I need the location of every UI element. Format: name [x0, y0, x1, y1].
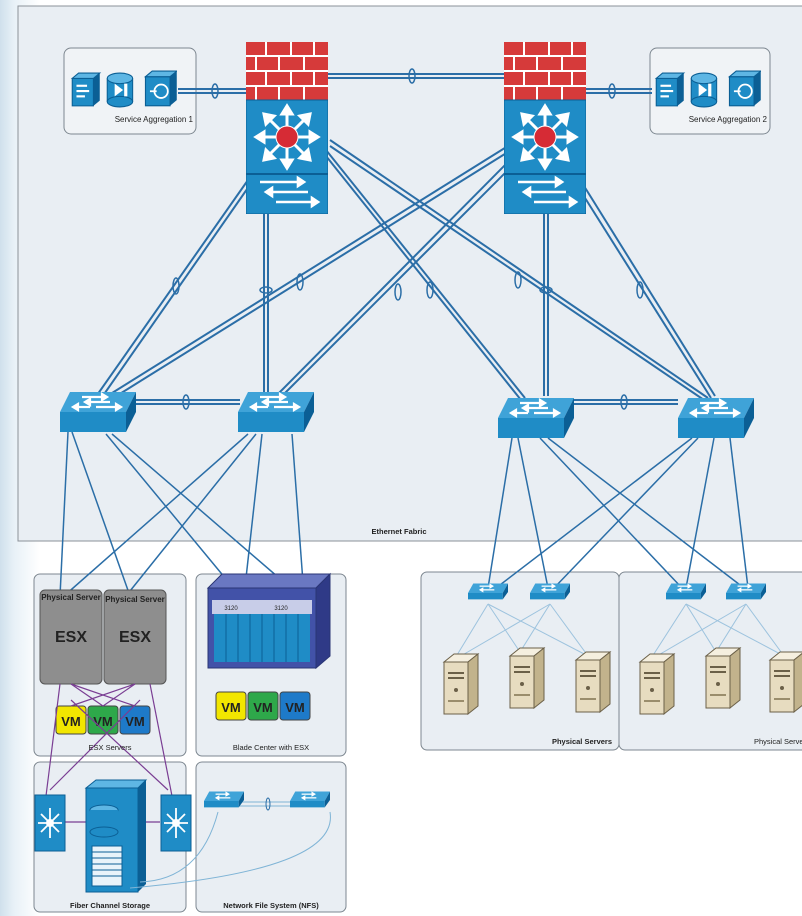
esx-1-caption: Physical Server: [41, 593, 101, 602]
esx-2-title: ESX: [119, 629, 151, 646]
nfs-port-channel: [265, 797, 271, 811]
physical-servers-label: Physical Servers: [552, 737, 612, 746]
service-module-icon: [106, 72, 134, 108]
blade-switch-model-right: 3120: [274, 606, 288, 612]
vm-label: VM: [253, 700, 273, 715]
pod-switch-2: [530, 582, 570, 601]
pod-switch-4: [726, 582, 766, 601]
vm-label: VM: [61, 714, 81, 729]
service-module-icon: [690, 72, 718, 108]
access-switch-4: [678, 396, 754, 440]
server-icon: [509, 647, 545, 709]
firewall-switch-core-2: [504, 42, 586, 214]
blade-center-label: Blade Center with ESX: [233, 743, 309, 752]
access-switch-2: [238, 390, 314, 434]
firewall-switch-core-1: [246, 42, 328, 214]
fc-switch-icon: [160, 794, 192, 852]
esx-vm-group: VM VM VM: [55, 705, 151, 735]
fc-switch-icon: [34, 794, 66, 852]
fabric-links: [94, 73, 716, 405]
nfs-switch-1: [204, 790, 244, 809]
pod-switch-3: [666, 582, 706, 601]
port-channel-markers: [172, 68, 644, 410]
service-module-icon: [728, 70, 761, 107]
vm-label: VM: [285, 700, 305, 715]
esx-1-title: ESX: [55, 629, 87, 646]
esx-servers-label: ESX Servers: [89, 743, 132, 752]
physical-servers-label-right: Physical Servers: [754, 737, 802, 746]
esx-2-caption: Physical Server: [105, 595, 165, 604]
access-switch-3: [498, 396, 574, 440]
svg-text:Physical Server: Physical Server: [105, 595, 165, 604]
server-icon: [443, 653, 479, 715]
service-module-icon: [655, 72, 685, 107]
ethernet-fabric-label: Ethernet Fabric: [371, 527, 426, 536]
storage-array-icon: [84, 779, 148, 893]
server-icon: [705, 647, 741, 709]
blade-vm-group: VM VM VM: [215, 691, 311, 721]
blade-chassis-icon: [206, 572, 332, 670]
access-switch-1: [60, 390, 136, 434]
service-aggregation-1-label: Service Aggregation 1: [115, 115, 194, 124]
service-module-icon: [144, 70, 177, 107]
access-downlinks: [59, 431, 749, 597]
nfs-links: [129, 801, 331, 889]
svg-text:Physical Server: Physical Server: [41, 593, 101, 602]
pod-links: [453, 603, 785, 661]
blade-switch-model-left: 3120: [224, 606, 238, 612]
nfs-label: Network File System (NFS): [223, 901, 319, 910]
vm-label: VM: [125, 714, 145, 729]
nfs-panel: [195, 761, 347, 913]
nfs-switch-2: [290, 790, 330, 809]
fiber-channel-storage-label: Fiber Channel Storage: [70, 901, 150, 910]
vm-label: VM: [221, 700, 241, 715]
service-aggregation-2-label: Service Aggregation 2: [689, 115, 768, 124]
server-icon: [639, 653, 675, 715]
server-icon: [575, 651, 611, 713]
vm-label: VM: [93, 714, 113, 729]
service-module-icon: [71, 72, 101, 107]
server-icon: [769, 651, 802, 713]
pod-switch-1: [468, 582, 508, 601]
esx-vm-links: [45, 683, 173, 823]
